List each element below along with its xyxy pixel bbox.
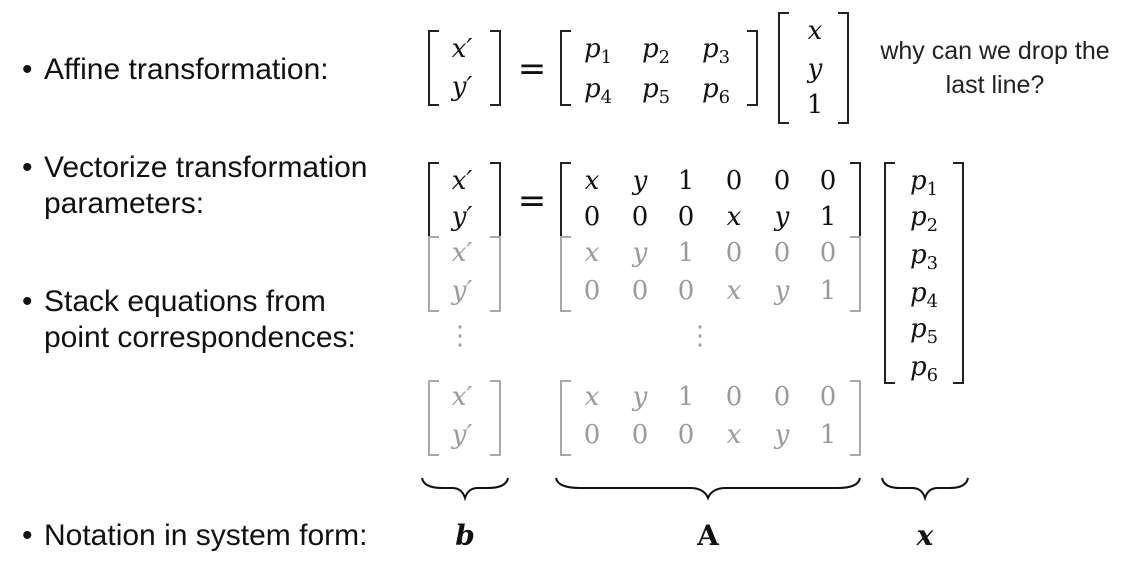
a-entry: y bbox=[632, 382, 648, 412]
bracket-right bbox=[490, 380, 501, 456]
a-entry: 0 bbox=[819, 382, 837, 412]
vec-entry: y bbox=[807, 54, 823, 84]
equals-sign: = bbox=[517, 181, 547, 221]
param-entry: p1 bbox=[909, 166, 939, 201]
a-entry: 1 bbox=[677, 166, 695, 196]
symbol-A: A bbox=[697, 519, 719, 552]
a-entry: 0 bbox=[819, 166, 837, 196]
b-entry: x′ bbox=[451, 382, 473, 412]
bracket-left bbox=[428, 380, 439, 456]
symbol-x: x bbox=[916, 519, 934, 552]
bracket-right bbox=[490, 236, 501, 312]
p-entry: p5 bbox=[641, 74, 671, 109]
a-entry: 0 bbox=[773, 166, 791, 196]
p-entry: p3 bbox=[701, 34, 731, 69]
a-entry: 0 bbox=[583, 202, 601, 232]
bullet-dot: • bbox=[22, 519, 33, 552]
p-entry: p2 bbox=[641, 34, 671, 69]
a-entry: 0 bbox=[819, 238, 837, 268]
a-entry: x bbox=[726, 420, 742, 450]
bullet-dot: • bbox=[22, 151, 33, 184]
bracket-left bbox=[560, 30, 571, 106]
bullet-affine-text: Affine transformation: bbox=[44, 53, 329, 86]
b-entry: x′ bbox=[451, 166, 473, 196]
bracket-left bbox=[778, 12, 789, 124]
a-entry: x bbox=[584, 166, 600, 196]
bracket-right bbox=[953, 162, 964, 384]
bullet-stack-line1: Stack equations from bbox=[44, 285, 326, 318]
b-entry: y′ bbox=[451, 276, 473, 306]
p-entry: p4 bbox=[583, 74, 613, 109]
a-entry: x bbox=[584, 382, 600, 412]
param-entry: p6 bbox=[909, 352, 939, 387]
bracket-right bbox=[490, 30, 501, 106]
vec-entry: 1 bbox=[806, 90, 824, 120]
a-entry: 0 bbox=[677, 420, 695, 450]
bracket-right bbox=[747, 30, 758, 106]
bullet-dot: • bbox=[22, 285, 33, 318]
a-entry: 1 bbox=[677, 238, 695, 268]
a-entry: x bbox=[726, 202, 742, 232]
a-entry: x bbox=[584, 238, 600, 268]
a-entry: 1 bbox=[677, 382, 695, 412]
a-entry: y bbox=[774, 202, 790, 232]
bullet-stack-line2: point correspondences: bbox=[44, 321, 356, 354]
bullet-dot: • bbox=[22, 53, 33, 86]
p-entry: p6 bbox=[701, 74, 731, 109]
a-entry: 0 bbox=[725, 382, 743, 412]
side-note: why can we drop the last line? bbox=[880, 37, 1110, 99]
lhs-entry: x′ bbox=[451, 34, 473, 64]
equals-sign: = bbox=[517, 49, 547, 89]
underbrace-x bbox=[881, 477, 969, 502]
underbrace-a bbox=[555, 477, 861, 501]
b-entry: x′ bbox=[451, 238, 473, 268]
param-entry: p3 bbox=[909, 240, 939, 275]
bullet-vectorize-line2: parameters: bbox=[44, 187, 205, 220]
bracket-right bbox=[850, 236, 861, 312]
bracket-right bbox=[838, 12, 849, 124]
bullet-vectorize-line1: Vectorize transformation bbox=[44, 151, 368, 184]
a-entry: y bbox=[632, 166, 648, 196]
a-entry: y bbox=[774, 420, 790, 450]
symbol-b: b bbox=[455, 519, 475, 552]
a-entry: 0 bbox=[677, 276, 695, 306]
lhs-entry: y′ bbox=[451, 72, 473, 102]
bracket-left bbox=[884, 162, 895, 384]
vec-entry: x bbox=[807, 16, 823, 46]
a-entry: 1 bbox=[819, 420, 837, 450]
bracket-left bbox=[428, 30, 439, 106]
underbrace-b bbox=[421, 477, 509, 502]
a-entry: 0 bbox=[773, 382, 791, 412]
a-entry: 0 bbox=[725, 166, 743, 196]
bullet-notation-text: Notation in system form: bbox=[44, 519, 368, 552]
a-entry: 1 bbox=[819, 202, 837, 232]
bracket-left bbox=[560, 236, 571, 312]
a-entry: 0 bbox=[725, 238, 743, 268]
b-entry: y′ bbox=[451, 202, 473, 232]
param-entry: p5 bbox=[909, 314, 939, 349]
bracket-left bbox=[428, 236, 439, 312]
p-entry: p1 bbox=[583, 34, 613, 69]
a-entry: 0 bbox=[773, 238, 791, 268]
a-entry: 0 bbox=[583, 276, 601, 306]
a-entry: 1 bbox=[819, 276, 837, 306]
a-entry: 0 bbox=[631, 202, 649, 232]
a-entry: y bbox=[632, 238, 648, 268]
b-entry: y′ bbox=[451, 420, 473, 450]
param-entry: p2 bbox=[909, 202, 939, 237]
a-entry: 0 bbox=[631, 276, 649, 306]
a-entry: 0 bbox=[677, 202, 695, 232]
bracket-left bbox=[560, 380, 571, 456]
a-entry: 0 bbox=[631, 420, 649, 450]
a-entry: x bbox=[726, 276, 742, 306]
param-entry: p4 bbox=[909, 278, 939, 313]
bracket-right bbox=[850, 380, 861, 456]
a-entry: 0 bbox=[583, 420, 601, 450]
a-entry: y bbox=[774, 276, 790, 306]
